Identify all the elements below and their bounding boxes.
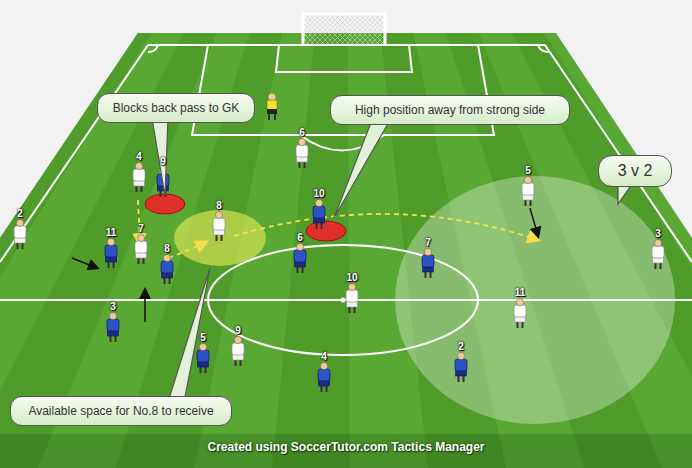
goalkeeper <box>267 94 277 121</box>
white-player <box>213 211 225 241</box>
white-player <box>232 336 244 366</box>
callout-bubble: 3 v 2 <box>598 155 672 187</box>
blue-player <box>455 352 467 382</box>
caption: Created using SoccerTutor.com Tactics Ma… <box>0 440 692 454</box>
player-number: 6 <box>297 232 303 243</box>
blue-player <box>294 243 306 273</box>
player-number: 8 <box>216 200 222 211</box>
player-number: 9 <box>235 325 241 336</box>
callout-text: Blocks back pass to GK <box>113 101 240 115</box>
blue-player <box>422 248 434 278</box>
callout-pointer <box>152 118 632 402</box>
space-zone <box>174 210 266 266</box>
overload-zone <box>395 176 675 424</box>
white-player <box>14 219 26 249</box>
callout-box: Blocks back pass to GK <box>97 93 255 123</box>
player-number: 6 <box>299 127 305 138</box>
goal-net <box>303 14 385 45</box>
callout-box: Available space for No.8 to receive <box>10 396 232 426</box>
player-number: 5 <box>525 165 531 176</box>
white-player <box>346 283 358 313</box>
player-number: 11 <box>515 287 526 298</box>
player-number: 2 <box>17 208 23 219</box>
white-player <box>514 298 526 328</box>
white-player <box>133 162 145 192</box>
player-number: 3 <box>655 228 661 239</box>
movement-arrow <box>72 208 538 322</box>
blue-player <box>197 343 209 373</box>
white-player <box>652 239 664 269</box>
player-number: 10 <box>346 272 357 283</box>
player-number: 11 <box>106 227 117 238</box>
player-number: 5 <box>200 332 206 343</box>
blue-player <box>105 238 117 268</box>
goal-posts <box>303 14 385 45</box>
press-marker <box>306 221 346 241</box>
callout-box: High position away from strong side <box>330 95 570 125</box>
blue-player <box>318 362 330 392</box>
player-number: 9 <box>160 156 166 167</box>
blue-player <box>107 312 119 342</box>
player-number: 8 <box>164 243 170 254</box>
grass-stripes <box>0 33 692 468</box>
player-number: 2 <box>458 341 464 352</box>
white-player <box>296 138 308 168</box>
player-number: 3 <box>110 301 116 312</box>
white-player <box>522 176 534 206</box>
callout-text: 3 v 2 <box>618 162 653 180</box>
player-number: 7 <box>138 223 144 234</box>
player-number: 7 <box>425 237 431 248</box>
callout-text: High position away from strong side <box>355 103 545 117</box>
caption-band <box>0 434 692 468</box>
blue-player <box>313 199 325 229</box>
blue-player <box>161 254 173 284</box>
player-number: 10 <box>313 188 324 199</box>
players <box>14 138 664 392</box>
callout-text: Available space for No.8 to receive <box>28 404 213 418</box>
player-number: 4 <box>136 151 142 162</box>
white-player <box>135 234 147 264</box>
player-number: 4 <box>321 351 327 362</box>
